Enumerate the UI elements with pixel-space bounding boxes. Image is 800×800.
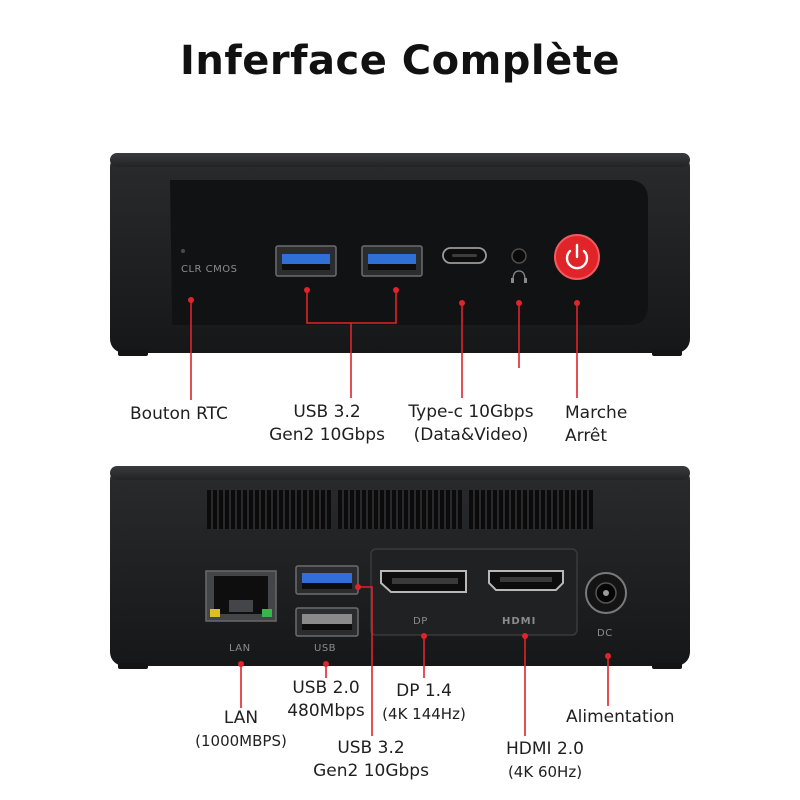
dc-jack: [585, 572, 627, 614]
dc-print: DC: [597, 628, 613, 639]
front-panel: [110, 153, 690, 356]
clr-cmos-hole: [181, 249, 185, 253]
power-supply-label: Alimentation: [566, 707, 675, 727]
front-callouts: [190, 290, 578, 400]
dp-label: DP 1.4 (4K 144Hz): [382, 681, 466, 723]
front-typec-port: [442, 247, 487, 264]
hdmi-label: HDMI 2.0 (4K 60Hz): [506, 739, 584, 781]
clr-cmos-print: CLR CMOS: [181, 264, 238, 275]
lan-port: [205, 570, 277, 622]
rear-usb32-label: USB 3.2 Gen2 10Gbps: [313, 738, 429, 781]
power-button: [554, 234, 600, 280]
lan-label: LAN (1000MBPS): [195, 708, 287, 750]
vents: [207, 490, 593, 529]
page-title: Inferface Complète: [179, 38, 620, 84]
rear-usb20-port: [295, 607, 359, 637]
dp-port: [380, 570, 467, 593]
power-button-label: Marche Arrêt: [565, 403, 628, 446]
front-audio-jack: [511, 248, 527, 283]
lan-print: LAN: [229, 643, 251, 654]
front-usb32-port-1: [275, 245, 337, 277]
rear-panel: [110, 466, 690, 669]
front-usb32-label: USB 3.2 Gen2 10Gbps: [269, 402, 385, 445]
rear-usb32-port: [295, 565, 359, 595]
rtc-button-label: Bouton RTC: [130, 404, 228, 424]
hdmi-port: [488, 570, 564, 591]
usb-print: USB: [314, 643, 337, 654]
front-usb32-port-2: [361, 245, 423, 277]
hdmi-print: HDMI: [502, 616, 537, 627]
typec-label: Type-c 10Gbps (Data&Video): [408, 402, 534, 445]
usb20-label: USB 2.0 480Mbps: [287, 678, 365, 721]
dp-print: DP: [413, 616, 428, 627]
rear-callouts: [240, 586, 609, 736]
